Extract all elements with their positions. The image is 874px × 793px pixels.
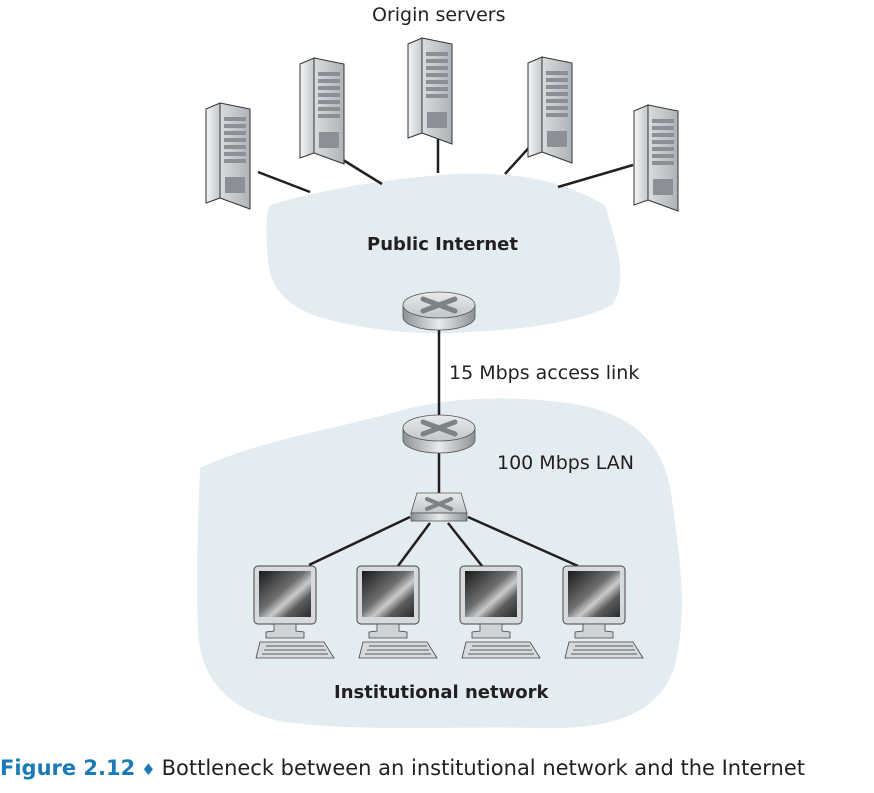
server-icon	[407, 37, 453, 145]
link-host-4	[467, 515, 579, 568]
link-server-1	[257, 170, 311, 194]
figure-number: Figure 2.12	[0, 756, 136, 780]
router-icon	[403, 292, 475, 330]
public-internet-label: Public Internet	[367, 234, 518, 255]
link-server-5	[557, 163, 634, 189]
link-host-3	[447, 522, 483, 567]
institutional-network-label: Institutional network	[334, 682, 549, 703]
server-icon	[299, 57, 345, 165]
access-link-label: 15 Mbps access link	[449, 362, 640, 384]
origin-servers-label: Origin servers	[372, 4, 506, 26]
lan-label: 100 Mbps LAN	[497, 452, 634, 474]
link-host-1	[308, 515, 411, 567]
server-icon	[527, 56, 573, 164]
caption-separator: ♦	[141, 760, 156, 779]
public-internet-cloud	[266, 173, 621, 334]
switch-icon	[409, 491, 469, 523]
server-icon	[633, 104, 679, 212]
figure-caption: Figure 2.12 ♦ Bottleneck between an instit…	[0, 756, 805, 780]
link-host-2	[396, 522, 432, 567]
server-icon	[205, 102, 251, 210]
router-icon	[403, 415, 475, 453]
caption-text: Bottleneck between an institutional netw…	[161, 756, 805, 780]
